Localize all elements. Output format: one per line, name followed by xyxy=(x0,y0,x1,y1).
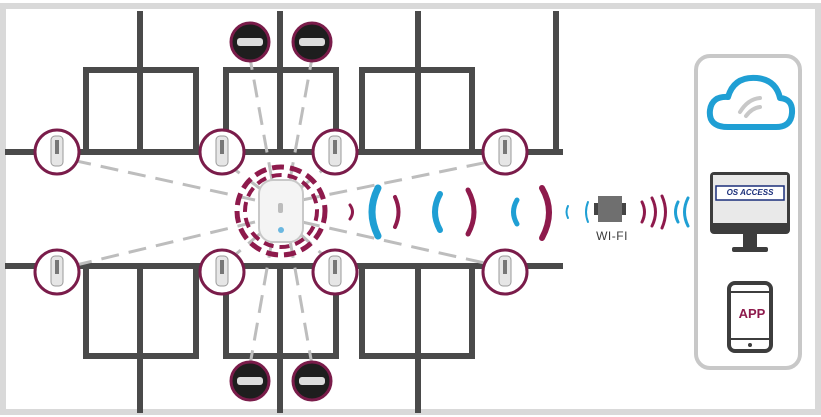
door-locks xyxy=(33,21,529,402)
floor-plan xyxy=(5,11,563,413)
smartphone-icon xyxy=(727,281,773,353)
door-lock-icon xyxy=(198,128,246,176)
gateway-hub-icon xyxy=(234,164,328,258)
door-lock-icon xyxy=(229,21,271,63)
door-lock-icon xyxy=(33,128,81,176)
app-label: APP xyxy=(738,306,766,321)
frame-border xyxy=(0,3,821,415)
monitor-icon xyxy=(710,172,790,252)
wifi-label: WI-FI xyxy=(596,229,628,243)
os-access-label: OS ACCESS xyxy=(726,188,774,197)
cloud-icon xyxy=(706,74,796,130)
door-lock-icon xyxy=(311,128,359,176)
door-lock-icon xyxy=(311,248,359,296)
door-lock-icon xyxy=(33,248,81,296)
door-lock-icon xyxy=(481,128,529,176)
door-lock-icon xyxy=(198,248,246,296)
signal-wave-icon xyxy=(348,184,690,241)
wifi-router-icon xyxy=(594,196,626,222)
door-lock-icon xyxy=(291,360,333,402)
door-lock-icon xyxy=(291,21,333,63)
door-lock-icon xyxy=(481,248,529,296)
cloud-services-panel xyxy=(694,54,802,370)
door-lock-icon xyxy=(229,360,271,402)
hub-links xyxy=(71,57,499,366)
